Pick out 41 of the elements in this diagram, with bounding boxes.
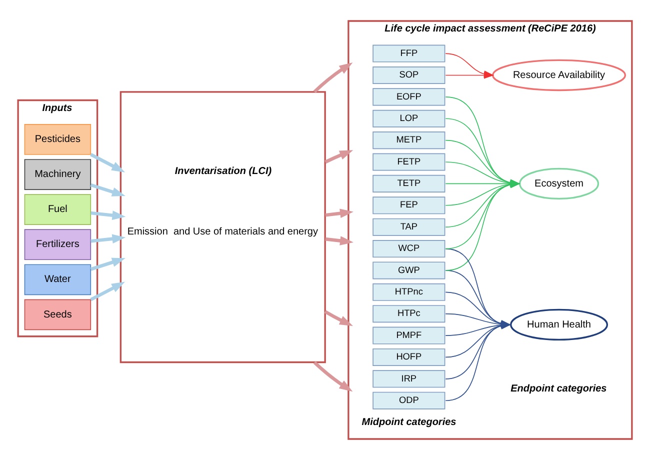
- label: Endpoint categories: [510, 384, 607, 395]
- node-box: METP: [372, 132, 446, 150]
- node-box: FEP: [372, 196, 446, 214]
- node-ellipse: Resource Availability: [492, 59, 626, 92]
- arrow: [90, 183, 126, 196]
- node-ellipse: Human Health: [510, 308, 608, 341]
- node-box: WCP: [372, 240, 446, 258]
- arrow: [313, 361, 353, 392]
- label: Midpoint categories: [362, 416, 456, 428]
- arrow: [313, 62, 353, 93]
- arrow: [90, 210, 126, 220]
- node-ellipse: Ecosystem: [518, 168, 600, 200]
- arrow: [325, 236, 354, 246]
- node-box: Fertilizers: [24, 229, 92, 260]
- node-box: Water: [24, 264, 92, 296]
- arrow: [90, 153, 126, 172]
- node-box: HTPnc: [372, 283, 446, 301]
- node-box: TAP: [372, 218, 446, 236]
- arrow: [325, 208, 354, 218]
- node-box: IRP: [372, 370, 446, 388]
- node-box: Inventarisation (LCI) Emission and Use of materials and energy: [120, 91, 326, 364]
- node-box: EOFP: [372, 88, 446, 106]
- node-box: PMPF: [372, 326, 446, 344]
- node-box: TETP: [372, 174, 446, 192]
- node-box: Machinery: [24, 159, 92, 190]
- node-box: FETP: [372, 153, 446, 171]
- arrow: [324, 150, 354, 164]
- node-box: GWP: [372, 262, 446, 280]
- node-box: LOP: [372, 110, 446, 128]
- node-box: Seeds: [24, 299, 92, 330]
- node-box: Pesticides: [24, 124, 92, 155]
- arrow: [90, 282, 126, 302]
- node-box: FFP: [372, 44, 446, 62]
- node-box: HTPc: [372, 305, 446, 323]
- arrow: [90, 234, 126, 244]
- node-box: Fuel: [24, 194, 92, 225]
- arrow: [90, 258, 126, 271]
- node-box: SOP: [372, 66, 446, 84]
- node-box: ODP: [372, 392, 446, 410]
- arrow: [324, 310, 353, 326]
- node-box: HOFP: [372, 348, 446, 366]
